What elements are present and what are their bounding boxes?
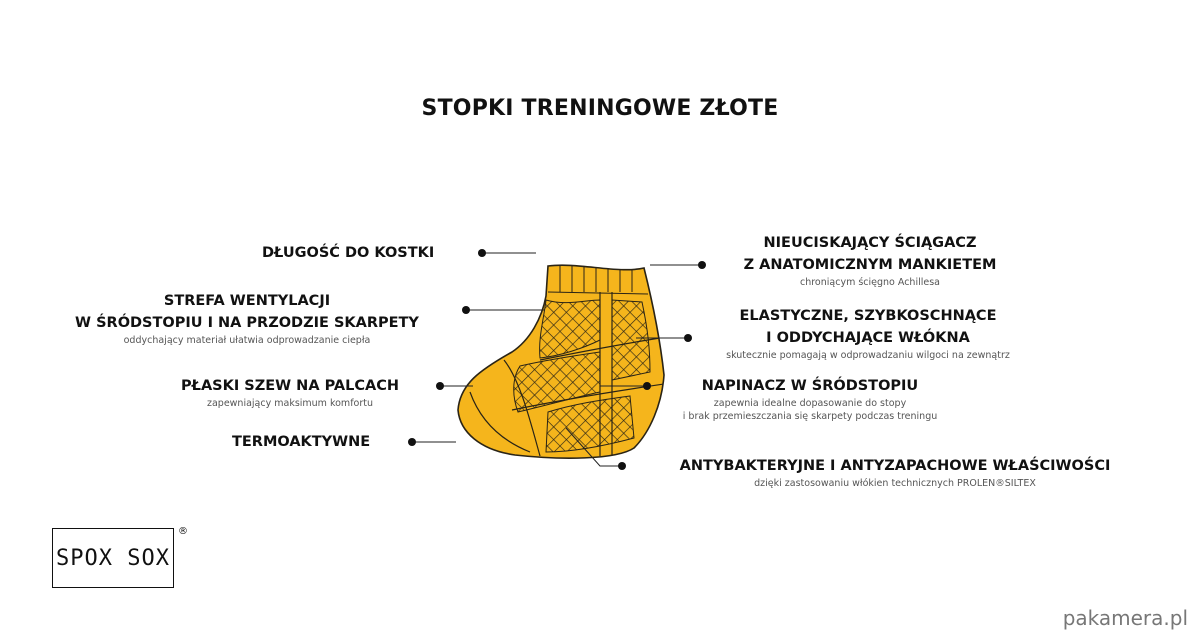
registered-mark: ® bbox=[178, 526, 188, 537]
label-tensioner: NAPINACZ W ŚRÓDSTOPIU zapewnia idealne d… bbox=[682, 378, 938, 422]
mesh-zone-side bbox=[611, 299, 651, 381]
leader-lines bbox=[412, 252, 702, 467]
label-length: DŁUGOŚĆ DO KOSTKI bbox=[262, 245, 435, 261]
label-seam: PŁASKI SZEW NA PALCACH zapewniający maks… bbox=[181, 378, 399, 409]
brand-logo: SPOX SOX bbox=[52, 528, 174, 588]
label-cuff: NIEUCISKAJĄCY ŚCIĄGACZ Z ANATOMICZNYM MA… bbox=[743, 235, 997, 288]
label-ventilation: STREFA WENTYLACJI W ŚRÓDSTOPIU I NA PRZO… bbox=[75, 293, 419, 346]
mesh-zone-instep bbox=[539, 299, 601, 359]
panel-seams bbox=[503, 292, 664, 457]
leader-dots bbox=[408, 249, 706, 470]
toe-seam bbox=[469, 391, 531, 453]
page-title: STOPKI TRENINGOWE ZŁOTE bbox=[421, 96, 779, 121]
sock-illustration bbox=[457, 264, 665, 459]
label-fibers: ELASTYCZNE, SZYBKOSCHNĄCE I ODDYCHAJĄCE … bbox=[726, 308, 1010, 361]
label-antibac: ANTYBAKTERYJNE I ANTYZAPACHOWE WŁAŚCIWOŚ… bbox=[679, 458, 1111, 489]
label-thermo: TERMOAKTYWNE bbox=[232, 434, 371, 450]
watermark: pakamera.pl bbox=[1062, 606, 1188, 630]
